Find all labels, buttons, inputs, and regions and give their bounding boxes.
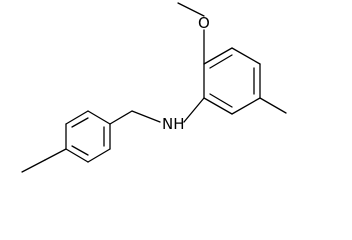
bond-ring1-f — [65, 148, 89, 163]
bond-o-ch3 — [177, 2, 205, 17]
bond-n-ring2 — [183, 97, 205, 123]
bond-ring2-e — [231, 97, 261, 115]
bond-ring2-c — [231, 47, 261, 65]
bond-ring2-b — [203, 47, 233, 65]
bond-ring2-methyl — [259, 97, 287, 114]
bond-ring1-c — [87, 110, 111, 125]
bond-ring1-ch2 — [109, 110, 133, 125]
molecule-diagram: NH O — [21, 2, 287, 173]
bond-ch2-n — [131, 110, 161, 123]
nitrogen-atom-label: NH — [162, 115, 185, 133]
bond-ethyl-ch2 — [44, 148, 67, 161]
structure-canvas: NH O — [21, 2, 287, 173]
bond-ring2-f — [203, 97, 233, 115]
bond-ring1-b — [65, 110, 89, 125]
bond-ring1-e — [87, 148, 111, 163]
oxygen-atom-label: O — [198, 14, 210, 32]
double-bond-ring1-3 — [71, 145, 89, 156]
double-bond-ring1-1 — [71, 117, 89, 128]
double-bond-ring2-1 — [209, 54, 233, 69]
bond-ethyl-ch3 — [21, 159, 46, 173]
double-bond-ring2-3 — [209, 93, 233, 108]
